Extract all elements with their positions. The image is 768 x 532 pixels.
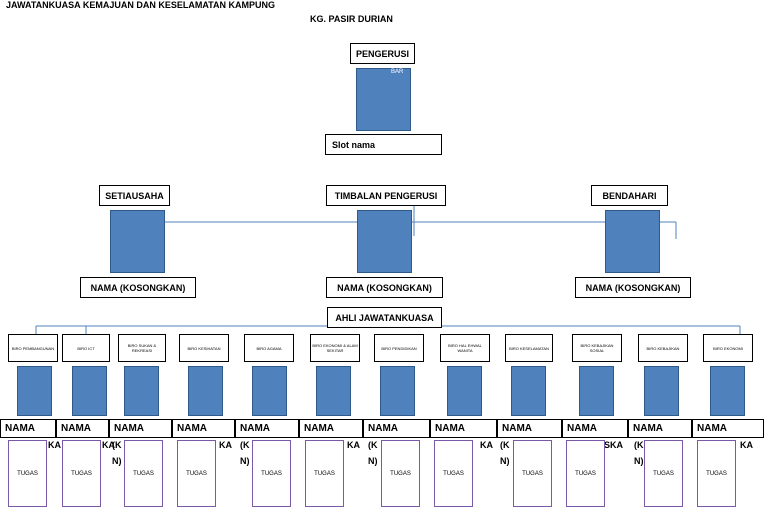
biro-keselamatan: BIRO KESELAMATAN	[505, 334, 553, 362]
overflow-text: (K	[634, 440, 644, 450]
village-name: KG. PASIR DURIAN	[310, 14, 393, 24]
timbalan-pengerusi-photo	[357, 210, 412, 273]
member-name-field: NAMA	[628, 419, 692, 438]
member-name-field: NAMA	[235, 419, 299, 438]
member-photo	[644, 366, 679, 416]
task-box: TUGAS	[252, 440, 291, 507]
member-photo	[710, 366, 745, 416]
committee-title: JAWATANKUASA KEMAJUAN DAN KESELAMATAN KA…	[6, 0, 275, 10]
biro-ekonomi: BIRO EKONOMI	[703, 334, 753, 362]
member-name-field: NAMA	[692, 419, 764, 438]
biro-ekonomi-alam: BIRO EKONOMI & ALAM SEKITAR	[310, 334, 360, 362]
biro-kesihatan: BIRO KESIHATAN	[179, 334, 229, 362]
overflow-text: N)	[368, 456, 378, 466]
member-name-field: NAMA	[430, 419, 497, 438]
biro-pembangunan: BIRO PEMBANGUNAN	[8, 334, 58, 362]
overflow-text: KA	[48, 440, 61, 450]
overflow-text: N)	[634, 456, 644, 466]
setiausaha-label: SETIAUSAHA	[99, 185, 170, 206]
member-name-field: NAMA	[363, 419, 430, 438]
member-photo	[72, 366, 107, 416]
task-box: TUGAS	[305, 440, 344, 507]
member-photo	[252, 366, 287, 416]
member-photo	[17, 366, 52, 416]
biro-wanita: BIRO HAL EHWAL WANITA	[440, 334, 490, 362]
member-photo	[188, 366, 223, 416]
member-photo	[579, 366, 614, 416]
overflow-text: KA	[219, 440, 232, 450]
task-box: TUGAS	[381, 440, 420, 507]
member-photo	[380, 366, 415, 416]
overflow-text: N)	[240, 456, 250, 466]
slot-nama-field: Slot nama	[325, 134, 442, 155]
bendahari-label: BENDAHARI	[591, 185, 668, 206]
setiausaha-name: NAMA (KOSONGKAN)	[80, 277, 196, 298]
overflow-text: N)	[112, 456, 122, 466]
biro-kebajikan-sosial: BIRO KEBAJIKAN SOSIAL	[572, 334, 622, 362]
biro-ict: BIRO ICT	[62, 334, 110, 362]
overflow-text: KA	[480, 440, 493, 450]
task-box: TUGAS	[434, 440, 473, 507]
overflow-text: SKA	[604, 440, 624, 450]
bendahari-name: NAMA (KOSONGKAN)	[575, 277, 691, 298]
member-name-field: NAMA	[172, 419, 235, 438]
setiausaha-photo	[110, 210, 165, 273]
task-box: TUGAS	[644, 440, 683, 507]
overflow-text: N)	[500, 456, 510, 466]
pengerusi-label: PENGERUSI	[350, 43, 415, 64]
overflow-text: KA	[102, 440, 115, 450]
member-photo	[316, 366, 351, 416]
task-box: TUGAS	[513, 440, 552, 507]
task-box: TUGAS	[177, 440, 216, 507]
member-name-field: NAMA	[562, 419, 628, 438]
biro-kebajikan: BIRO KEBAJIKAN	[638, 334, 688, 362]
member-photo	[511, 366, 546, 416]
overflow-text: KA	[740, 440, 753, 450]
timbalan-pengerusi-label: TIMBALAN PENGERUSI	[326, 185, 446, 206]
biro-sukan: BIRO SUKAN & REKREASI	[118, 334, 166, 362]
task-box: TUGAS	[62, 440, 101, 507]
task-box: TUGAS	[697, 440, 736, 507]
pengerusi-photo: BAR	[356, 68, 411, 131]
overflow-text: (K	[240, 440, 250, 450]
overflow-text: (K	[500, 440, 510, 450]
ahli-jawatankuasa-label: AHLI JAWATANKUASA	[327, 307, 442, 328]
timbalan-pengerusi-name: NAMA (KOSONGKAN)	[326, 277, 443, 298]
overflow-text: (K	[368, 440, 378, 450]
member-photo	[447, 366, 482, 416]
task-box: TUGAS	[8, 440, 47, 507]
member-photo	[124, 366, 159, 416]
overflow-text: (K	[112, 440, 122, 450]
overflow-text: KA	[347, 440, 360, 450]
bendahari-photo	[605, 210, 660, 273]
task-box: TUGAS	[566, 440, 605, 507]
biro-pendidikan: BIRO PENDIDIKAN	[374, 334, 424, 362]
member-name-field: NAMA	[299, 419, 363, 438]
member-name-field: NAMA	[0, 419, 56, 438]
member-name-field: NAMA	[109, 419, 172, 438]
biro-agama: BIRO AGAMA	[244, 334, 294, 362]
member-name-field: NAMA	[497, 419, 562, 438]
member-name-field: NAMA	[56, 419, 109, 438]
bar-text: BAR	[391, 69, 404, 75]
task-box: TUGAS	[124, 440, 163, 507]
